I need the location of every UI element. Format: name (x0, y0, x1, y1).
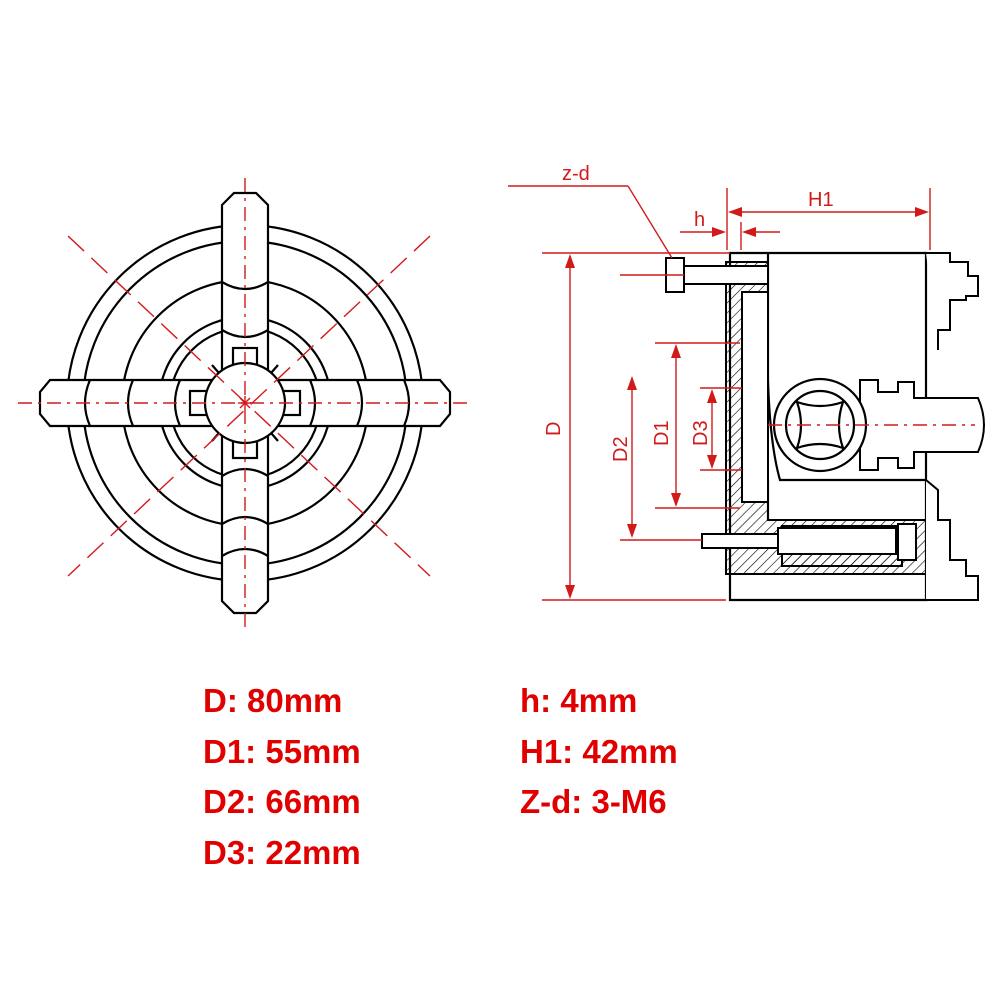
arrowheads (565, 207, 929, 599)
label-D: D (543, 422, 565, 436)
label-D2: D2 (610, 436, 632, 462)
label-D3: D3 (690, 420, 712, 446)
spec-zd: Z-d: 3-M6 (520, 783, 667, 820)
label-D1: D1 (651, 420, 673, 446)
spec-D1: D1: 55mm (203, 733, 361, 770)
front-view (18, 178, 472, 630)
spec-D: D: 80mm (203, 682, 343, 719)
spec-D3: D3: 22mm (203, 834, 361, 871)
side-view: z-d h H1 D D2 D1 D3 (508, 163, 985, 602)
center-mark (238, 396, 252, 410)
spec-D2: D2: 66mm (203, 783, 361, 820)
stepped-jaws (925, 252, 979, 601)
top-bolt (665, 257, 769, 293)
label-h: h (694, 209, 705, 231)
spec-h: h: 4mm (520, 682, 638, 719)
dimension-lines (508, 185, 931, 601)
label-H1: H1 (808, 189, 834, 211)
front-radial-marks (67, 235, 431, 577)
bottom-bolt (701, 523, 917, 561)
label-zd: z-d (562, 163, 590, 185)
spec-H1: H1: 42mm (520, 733, 678, 770)
